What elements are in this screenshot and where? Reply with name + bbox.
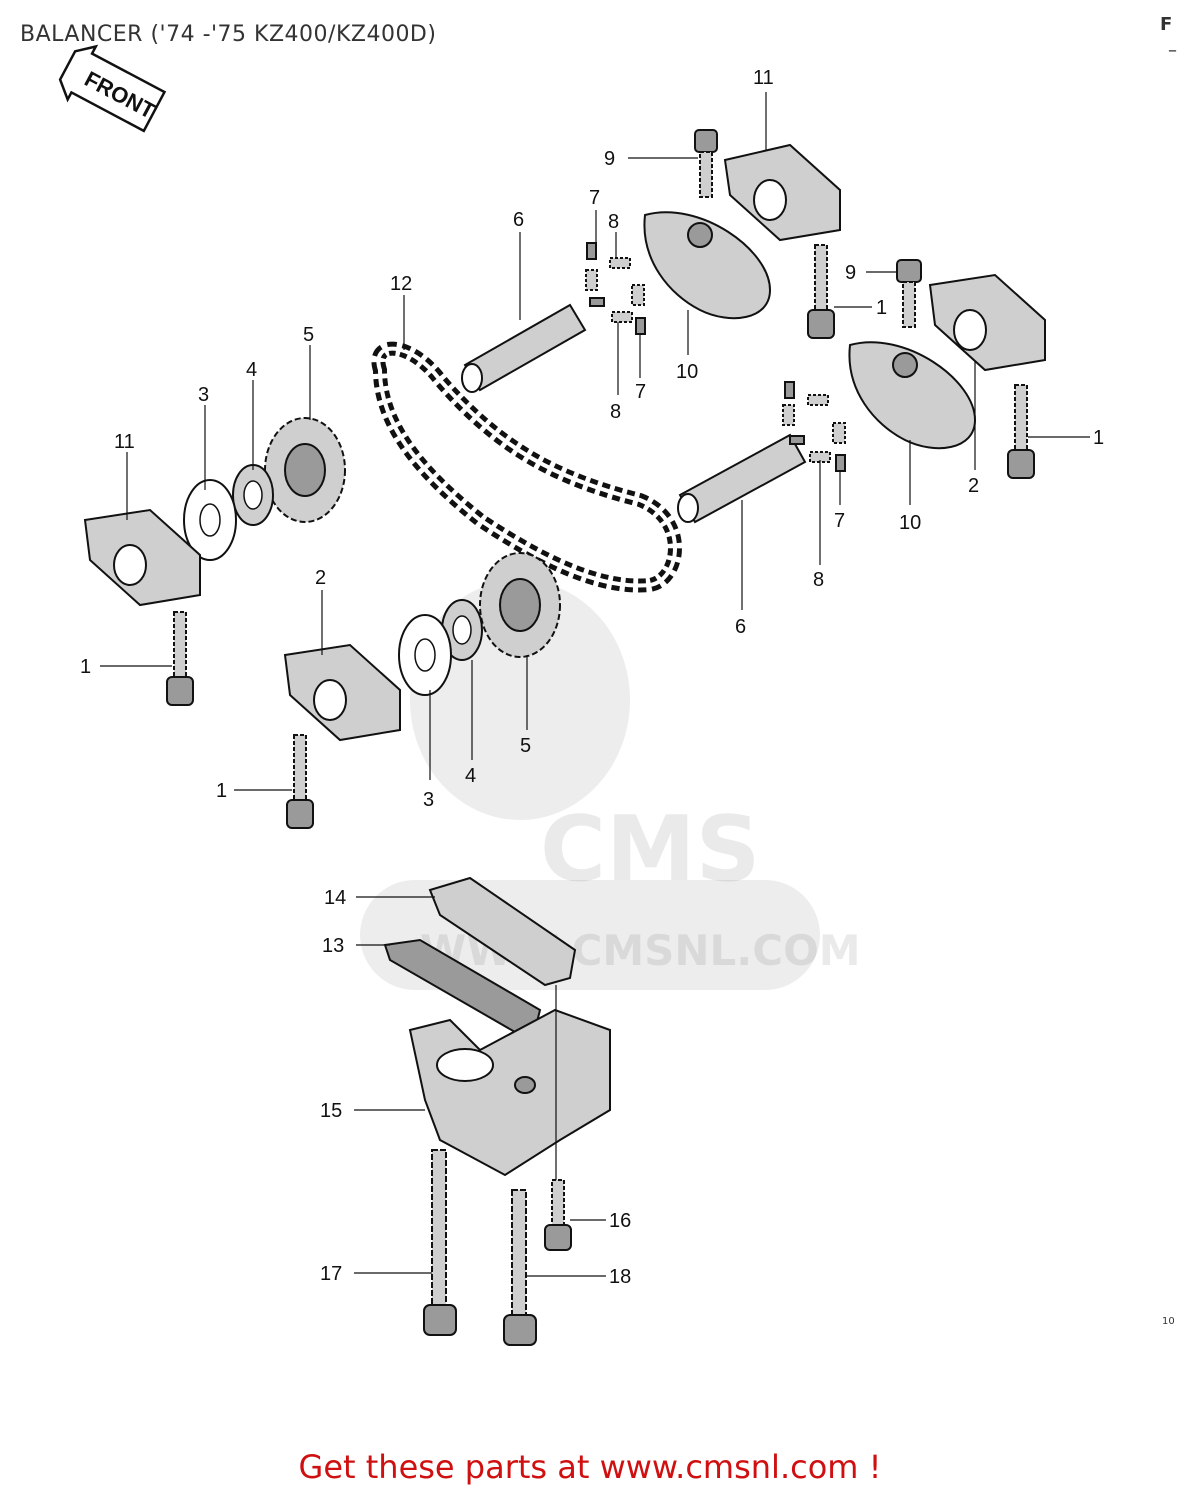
callout-9: 9 [845, 262, 856, 284]
holder-11-top-right [723, 143, 841, 242]
callout-labels: 11 9 7 8 6 12 9 1 5 4 3 11 10 7 8 1 2 10… [80, 67, 1104, 1288]
bolt-17 [423, 1149, 457, 1336]
lower-washer-3 [398, 614, 452, 696]
upper-washer-4 [232, 464, 274, 526]
callout-5: 5 [303, 324, 314, 346]
callout-5: 5 [520, 735, 531, 757]
callout-2: 2 [968, 475, 979, 497]
corner-letter: F [1160, 14, 1173, 35]
callout-13: 13 [322, 935, 344, 957]
lower-sprocket [479, 552, 561, 658]
callout-1: 1 [80, 656, 91, 678]
holder-2-right [928, 273, 1046, 372]
callout-12: 12 [390, 273, 412, 295]
bolt-1-right [1007, 384, 1035, 479]
callout-7: 7 [589, 187, 600, 209]
callout-11: 11 [753, 67, 774, 89]
callout-18: 18 [609, 1266, 631, 1288]
upper-weight [643, 211, 772, 320]
callout-10: 10 [676, 361, 698, 383]
callout-15: 15 [320, 1100, 342, 1122]
callout-17: 17 [320, 1263, 342, 1285]
corner-dash: – [1168, 40, 1177, 61]
upper-sprocket [264, 417, 346, 523]
callout-14: 14 [324, 887, 346, 909]
callout-16: 16 [609, 1210, 631, 1232]
callout-4: 4 [465, 765, 476, 787]
chain-guide-14 [428, 876, 577, 987]
lower-weight [848, 341, 977, 450]
callout-4: 4 [246, 359, 257, 381]
callout-1: 1 [216, 780, 227, 802]
callout-3: 3 [423, 789, 434, 811]
bolt-1-lower-left [286, 734, 314, 829]
callout-9: 9 [604, 148, 615, 170]
lower-shaft [677, 433, 807, 524]
upper-bolt-9 [694, 129, 718, 198]
callout-11: 11 [114, 431, 135, 453]
lower-bolt-9 [896, 259, 922, 328]
bolt-1-left [166, 611, 194, 706]
drawing-code: 10 [1162, 1316, 1175, 1327]
callout-10: 10 [899, 512, 921, 534]
guide-bracket-15 [408, 1008, 611, 1177]
exploded-diagram: CMS WWW.CMSNL.COM FRONT [58, 44, 1104, 1346]
lower-springs [782, 381, 846, 472]
bolt-1-top-right [807, 244, 835, 339]
watermark: CMS WWW.CMSNL.COM [360, 580, 861, 990]
bolt-18 [503, 1189, 537, 1346]
page-title: BALANCER ('74 -'75 KZ400/KZ400D) [20, 22, 437, 47]
callout-8: 8 [608, 211, 619, 233]
callout-3: 3 [198, 384, 209, 406]
leader-lines [100, 92, 1090, 1277]
callout-2: 2 [315, 567, 326, 589]
callout-6: 6 [735, 616, 746, 638]
holder-2-left [283, 643, 401, 742]
balancer-chain [371, 341, 682, 593]
upper-shaft [461, 303, 587, 393]
footer-link-text[interactable]: Get these parts at www.cmsnl.com ! [298, 1448, 882, 1486]
callout-6: 6 [513, 209, 524, 231]
callout-7: 7 [834, 510, 845, 532]
watermark-logo: CMS [540, 797, 760, 902]
callout-1: 1 [876, 297, 887, 319]
callout-8: 8 [610, 401, 621, 423]
holder-11-left [83, 508, 201, 607]
callout-8: 8 [813, 569, 824, 591]
front-arrow-icon: FRONT [58, 44, 167, 133]
upper-washer-3 [183, 479, 237, 561]
callout-1: 1 [1093, 427, 1104, 449]
bolt-16 [544, 1179, 572, 1251]
callout-7: 7 [635, 381, 646, 403]
